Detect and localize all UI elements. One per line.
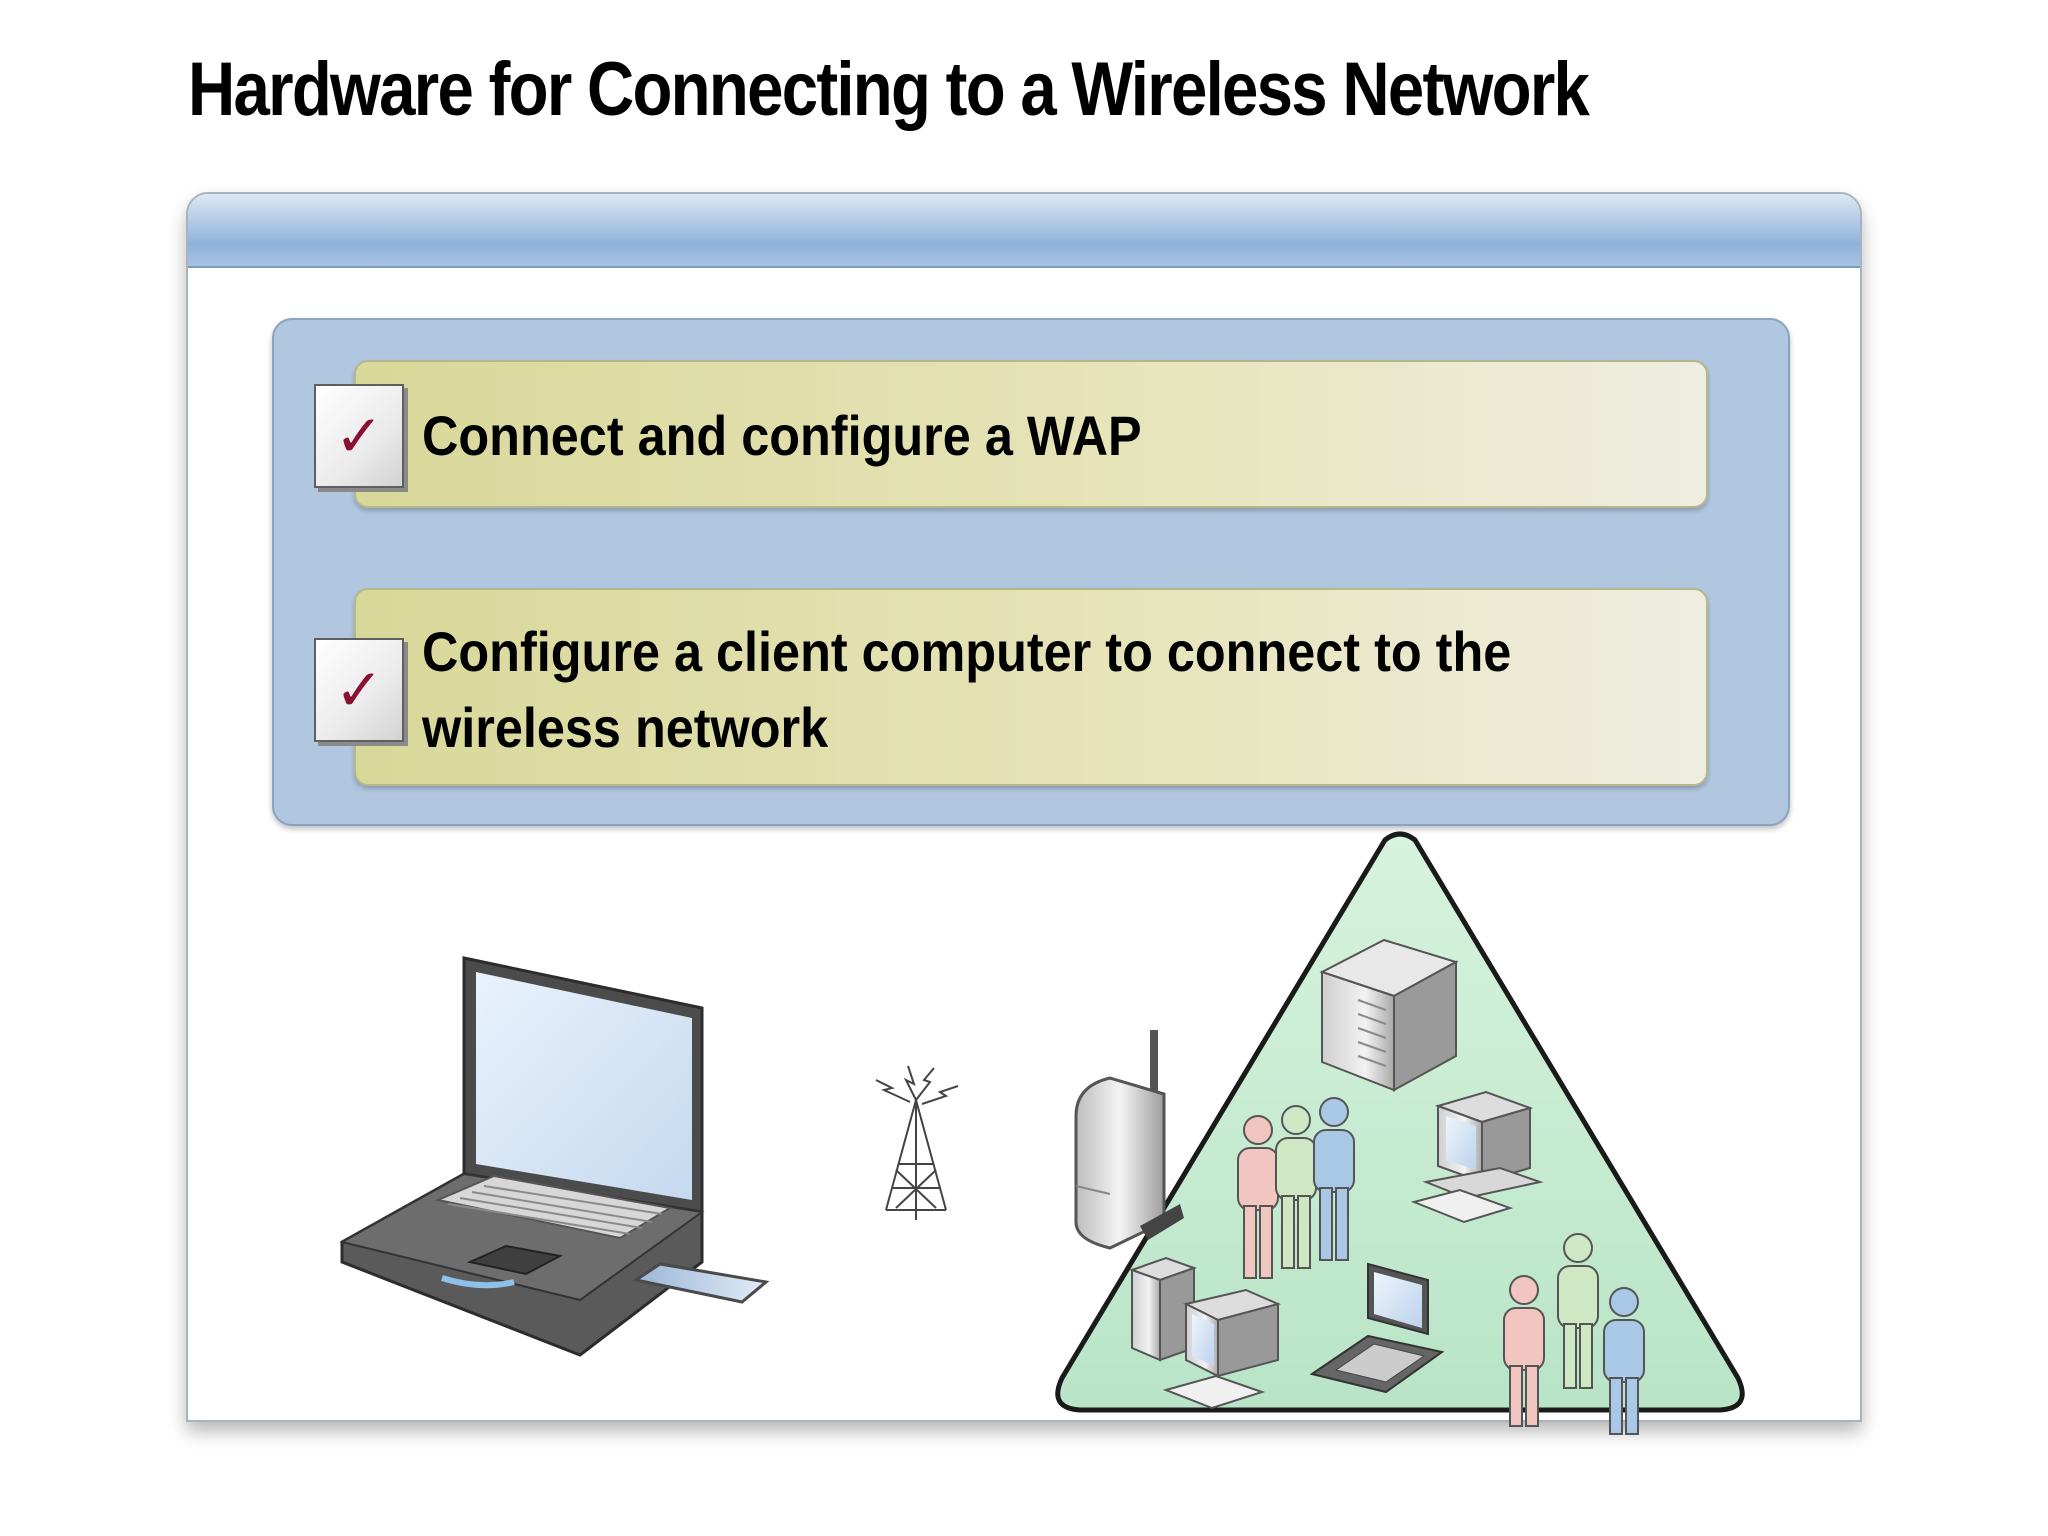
users-group-icon [1503, 1233, 1645, 1435]
checkmark-icon: ✓ [334, 402, 384, 470]
laptop-icon [339, 956, 770, 1357]
window-header [188, 194, 1860, 268]
desktop-computer-icon [1410, 1090, 1544, 1224]
bullet-item-client: Configure a client computer to connect t… [354, 588, 1708, 786]
users-group-icon [1237, 1097, 1355, 1279]
bullet-item-wap: Connect and configure a WAP [354, 360, 1708, 508]
bullet-text: Connect and configure a WAP [422, 404, 1142, 467]
checkbox-wap[interactable]: ✓ [314, 384, 404, 488]
server-icon [1319, 938, 1459, 1092]
checkmark-icon: ✓ [334, 656, 384, 724]
slide-title: Hardware for Connecting to a Wireless Ne… [188, 47, 1590, 132]
wireless-access-point-icon [1074, 1030, 1184, 1250]
network-triangle-icon [1055, 831, 1745, 1435]
checkbox-client[interactable]: ✓ [314, 638, 404, 742]
laptop-small-icon [1309, 1262, 1445, 1394]
workstation-icon [1129, 1256, 1282, 1410]
radio-tower-icon [875, 1065, 959, 1220]
bullet-text: Configure a client computer to connect t… [422, 620, 1512, 759]
